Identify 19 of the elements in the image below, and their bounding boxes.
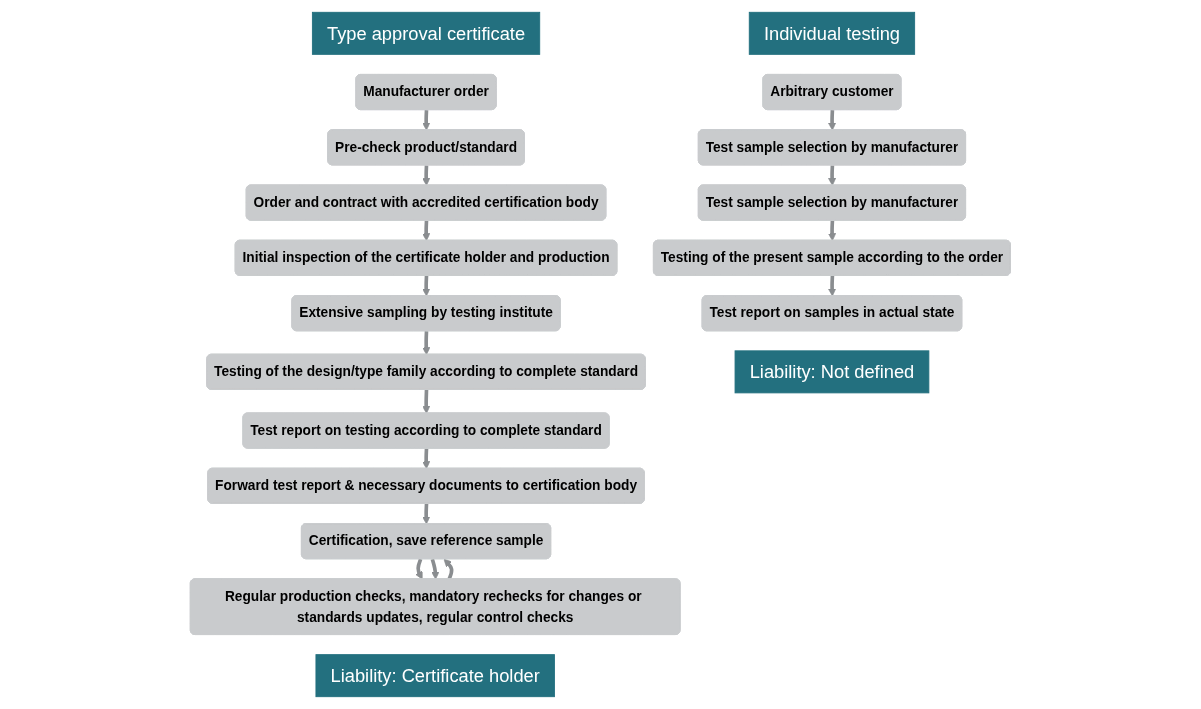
arrow [422,503,431,525]
arrow [422,330,431,356]
arrow [828,165,837,186]
node-box: Liability: Not defined [734,350,930,394]
arrow [422,389,431,414]
arrow [430,558,440,580]
arrow [422,109,431,131]
node-box: Liability: Certificate holder [315,654,555,698]
arrow [828,275,837,297]
arrow [828,220,837,242]
arrow [422,275,431,297]
arrow [443,558,454,580]
arrow [828,109,837,131]
arrow [422,165,431,186]
arrow [422,220,431,242]
node-box: Type approval certificate [312,11,541,55]
node-box: Individual testing [748,11,916,55]
arrow [415,558,423,580]
arrow [422,448,431,470]
